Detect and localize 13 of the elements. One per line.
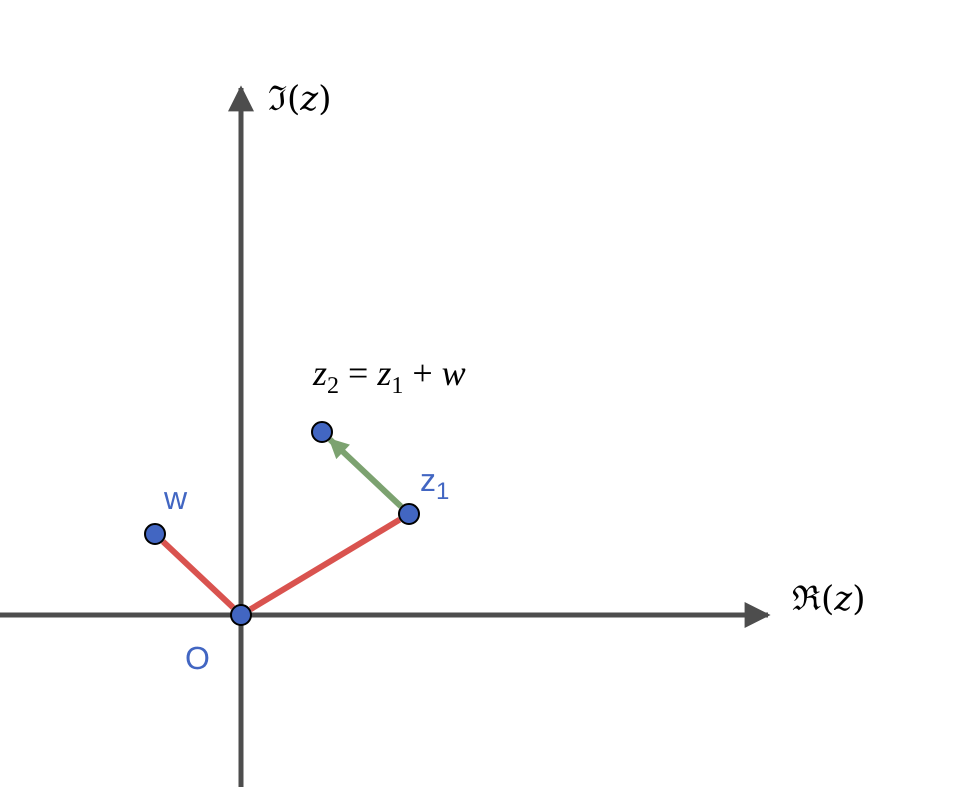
axis-label: ℜ(z) (792, 578, 866, 620)
equation-label: z$_{2}$ = z$_{1}$ + w (313, 352, 466, 400)
point-marker (311, 421, 333, 443)
point-label: z$_{1}$ (420, 462, 450, 506)
axis-label: ℑ(z) (268, 78, 332, 120)
point-marker (398, 503, 420, 525)
point-marker (230, 604, 252, 626)
point-label: O (185, 640, 210, 677)
arrow (328, 437, 404, 509)
line-segment (160, 539, 236, 610)
line-segment (248, 517, 402, 612)
point-marker (144, 523, 166, 545)
point-label: w (164, 480, 188, 517)
